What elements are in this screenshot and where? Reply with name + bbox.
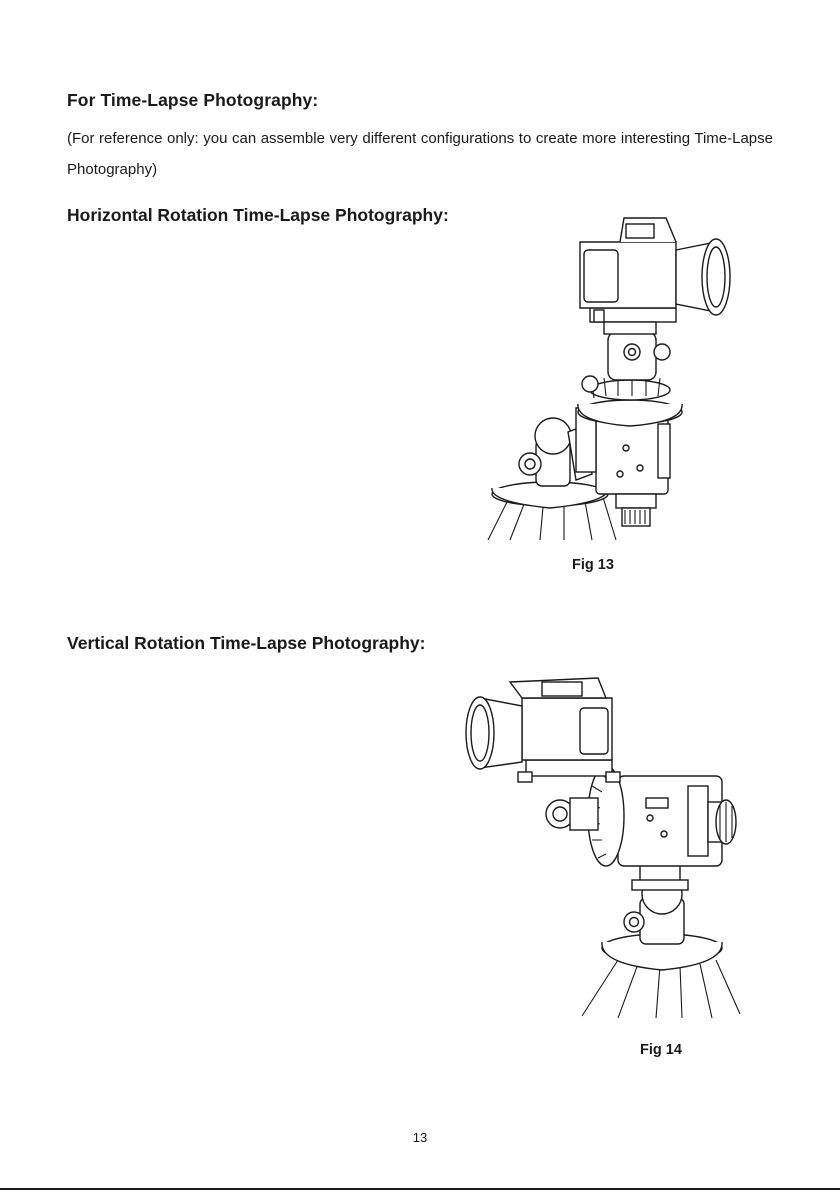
section-heading-horizontal: Horizontal Rotation Time-Lapse Photograp… [67,205,449,226]
intro-paragraph: (For reference only: you can assemble ve… [67,123,773,185]
page-heading: For Time-Lapse Photography: [67,90,318,111]
bottom-rule [0,1188,840,1190]
figure-vertical-rotation-rig [450,668,750,1030]
section-heading-vertical: Vertical Rotation Time-Lapse Photography… [67,633,426,654]
figure-horizontal-rotation-rig [480,212,740,552]
figure-caption: Fig 13 [572,557,614,573]
camera-on-vertical-gimbal-illustration [450,668,750,1030]
camera-on-horizontal-gimbal-illustration [480,212,740,552]
page-number: 13 [0,1130,840,1145]
figure-caption: Fig 14 [640,1042,682,1058]
